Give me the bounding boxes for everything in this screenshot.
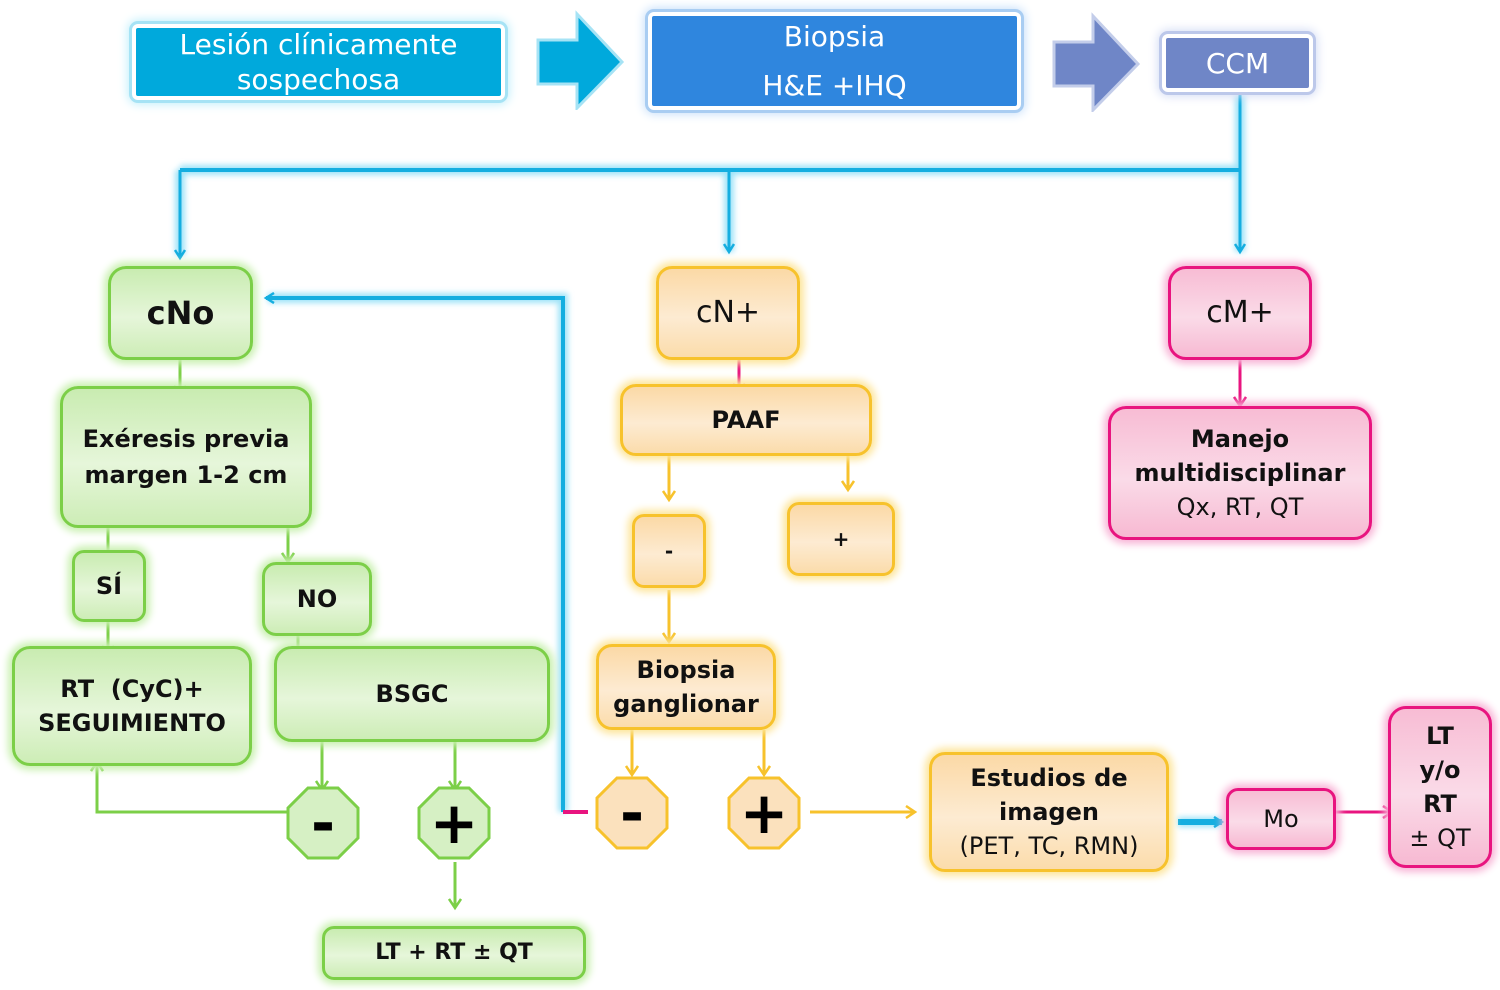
node-biopsy-line2: ganglionar <box>613 690 759 718</box>
minus-sign-icon: - <box>619 779 645 847</box>
cmplus-box: cM+ <box>1168 266 1312 360</box>
ccm-box: CCM <box>1162 34 1313 92</box>
node-biopsy-box: Biopsia ganglionar <box>596 644 776 730</box>
final-line1: LT <box>1426 722 1454 750</box>
imaging-studies-box: Estudios de imagen (PET, TC, RMN) <box>929 752 1169 872</box>
management-line3: Qx, RT, QT <box>1176 493 1304 521</box>
node-biopsy-line1: Biopsia <box>636 656 736 684</box>
lt-rt-qt-box: LT + RT ± QT <box>322 926 586 980</box>
lesion-line2: sospechosa <box>236 63 401 96</box>
paaf-positive-label: + <box>832 526 850 551</box>
arrow-neg-to-rt <box>97 762 288 814</box>
rt-followup-line1: RT (CyC)+ <box>60 675 204 703</box>
mo-label: Mo <box>1263 805 1299 833</box>
cno-box: cNo <box>108 266 253 360</box>
paaf-negative-box: - <box>632 514 706 588</box>
paaf-label: PAAF <box>711 406 781 434</box>
excision-box: Exéresis previa margen 1-2 cm <box>60 386 312 528</box>
cnplus-box: cN+ <box>656 266 800 360</box>
bsgc-label: BSGC <box>375 680 449 708</box>
biopsy-line1: Biopsia <box>783 20 886 53</box>
node-biopsy-negative-octagon: - <box>595 776 669 850</box>
ccm-label: CCM <box>1205 46 1270 80</box>
multidisciplinary-management-box: Manejo multidisciplinar Qx, RT, QT <box>1108 406 1372 540</box>
bsgc-positive-octagon: + <box>417 786 491 860</box>
rt-followup-box: RT (CyC)+ SEGUIMIENTO <box>12 646 252 766</box>
node-biopsy-positive-octagon: + <box>727 776 801 850</box>
cnplus-label: cN+ <box>695 295 761 331</box>
paaf-box: PAAF <box>620 384 872 456</box>
right-arrow-icon <box>1052 12 1141 112</box>
yes-label: SÍ <box>95 572 123 600</box>
final-line2: y/o <box>1419 756 1461 784</box>
yes-box: SÍ <box>72 550 146 622</box>
final-line3: RT <box>1423 790 1457 818</box>
suspicious-lesion-box: Lesión clínicamente sospechosa <box>132 24 505 100</box>
lesion-line1: Lesión clínicamente <box>179 28 458 61</box>
excision-line2: margen 1-2 cm <box>84 461 288 489</box>
feedback-to-cno <box>266 298 565 812</box>
imaging-line3: (PET, TC, RMN) <box>959 832 1139 860</box>
mo-box: Mo <box>1226 788 1336 850</box>
management-line2: multidisciplinar <box>1134 459 1346 487</box>
biopsy-line2: H&E +IHQ <box>762 69 907 102</box>
plus-sign-icon: + <box>429 789 479 857</box>
paaf-positive-box: + <box>787 502 895 576</box>
no-box: NO <box>262 562 372 636</box>
right-arrow-icon <box>536 10 625 110</box>
bsgc-box: BSGC <box>274 646 550 742</box>
paaf-negative-label: - <box>664 538 674 563</box>
lt-rt-qt-label: LT + RT ± QT <box>375 940 533 966</box>
minus-sign-icon: - <box>310 789 336 857</box>
bsgc-negative-octagon: - <box>286 786 360 860</box>
rt-followup-line2: SEGUIMIENTO <box>38 709 226 737</box>
imaging-line2: imagen <box>999 798 1099 826</box>
imaging-line1: Estudios de <box>970 764 1128 792</box>
cno-label: cNo <box>146 294 215 332</box>
final-treatment-box: LT y/o RT ± QT <box>1388 706 1492 868</box>
plus-sign-icon: + <box>739 779 789 847</box>
excision-line1: Exéresis previa <box>82 425 290 453</box>
final-line4: ± QT <box>1409 824 1471 852</box>
no-label: NO <box>296 585 338 613</box>
management-line1: Manejo <box>1190 425 1290 453</box>
biopsy-he-ihq-box: Biopsia H&E +IHQ <box>648 12 1021 110</box>
cmplus-label: cM+ <box>1206 295 1274 331</box>
